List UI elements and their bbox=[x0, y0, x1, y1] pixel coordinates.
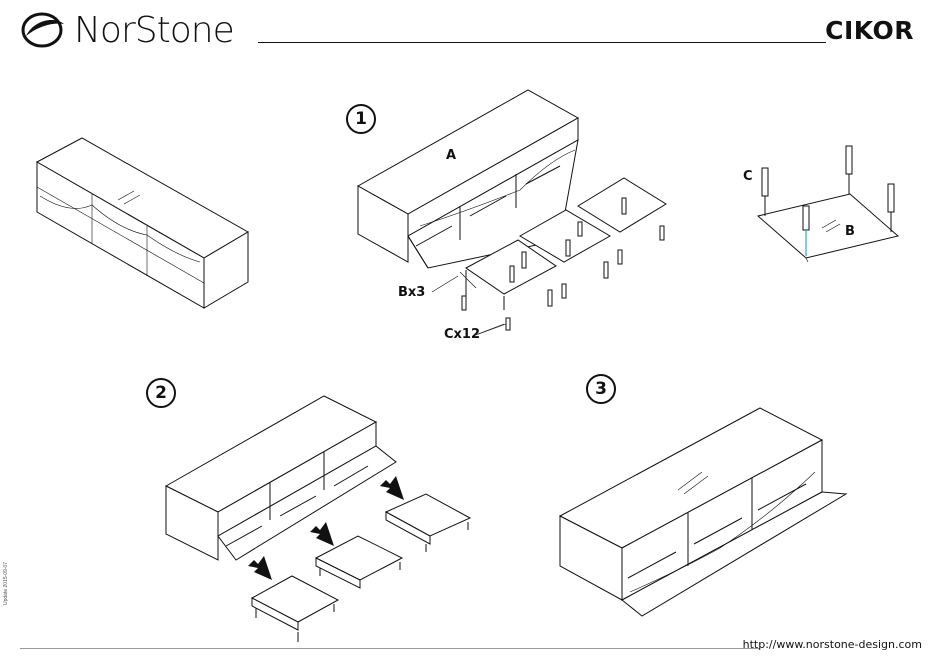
footer-divider bbox=[20, 648, 760, 649]
cx12-leader bbox=[476, 324, 506, 335]
update-date: Update 2015-09-07 bbox=[3, 545, 9, 605]
callout-cx12: Cx12 bbox=[444, 327, 480, 342]
footer-url: http://www.norstone-design.com bbox=[743, 638, 922, 651]
step-number-1: 1 bbox=[346, 104, 376, 134]
callout-c: C bbox=[743, 169, 753, 184]
step2-cabinet-drawing bbox=[166, 396, 396, 560]
bx3-leader bbox=[432, 276, 458, 292]
step-number-3: 3 bbox=[586, 374, 616, 404]
shelf-detail-drawing bbox=[758, 146, 898, 262]
callout-bx3: Bx3 bbox=[398, 285, 425, 300]
overview-cabinet-drawing bbox=[37, 138, 248, 308]
step3-cabinet-drawing bbox=[560, 408, 846, 616]
step-number-2: 2 bbox=[146, 378, 176, 408]
callout-a: A bbox=[446, 148, 456, 163]
callout-b: B bbox=[845, 224, 855, 239]
